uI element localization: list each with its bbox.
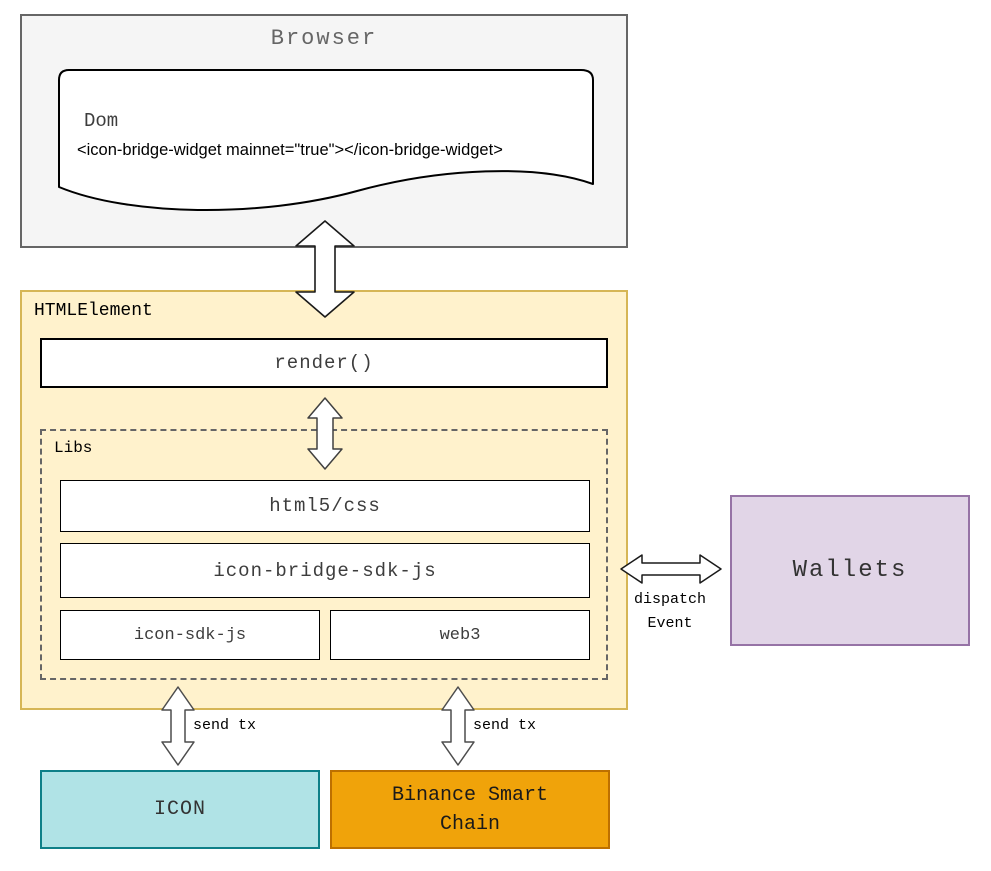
dispatch-event-label-line1: dispatch <box>633 591 706 608</box>
icon-sdk-js-node: icon-sdk-js <box>60 610 320 660</box>
dom-markup-code: <icon-bridge-widget mainnet="true"></ico… <box>77 141 503 159</box>
dispatch-event-label-line2: Event <box>647 615 693 632</box>
dom-label: Dom <box>84 110 119 132</box>
bidirectional-arrow-libs-wallets-icon <box>620 554 722 584</box>
binance-smart-chain-node: Binance Smart Chain <box>330 770 610 849</box>
bidirectional-arrow-render-libs-icon <box>307 397 343 470</box>
icon-bridge-sdk-js-label: icon-bridge-sdk-js <box>213 559 437 582</box>
bidirectional-arrow-libs-icon-chain-icon <box>161 686 195 766</box>
render-node: render() <box>40 338 608 388</box>
html5-css-node: html5/css <box>60 480 590 532</box>
web3-label: web3 <box>439 625 481 645</box>
dom-document-shape <box>58 69 594 211</box>
web3-node: web3 <box>330 610 590 660</box>
libs-title: Libs <box>54 439 93 457</box>
render-label: render() <box>274 352 374 374</box>
icon-bridge-sdk-js-node: icon-bridge-sdk-js <box>60 543 590 598</box>
bidirectional-arrow-browser-htmlelement-icon <box>295 220 355 318</box>
wallets-label: Wallets <box>792 557 908 584</box>
browser-title: Browser <box>270 26 378 51</box>
html5-css-label: html5/css <box>269 495 381 517</box>
icon-chain-node: ICON <box>40 770 320 849</box>
bidirectional-arrow-libs-bsc-icon <box>441 686 475 766</box>
html-element-title: HTMLElement <box>34 301 153 321</box>
icon-sdk-js-label: icon-sdk-js <box>133 625 247 645</box>
dispatch-event-label: dispatch Event <box>618 588 722 636</box>
binance-smart-chain-label: Binance Smart Chain <box>391 783 549 836</box>
wallets-node: Wallets <box>730 495 970 646</box>
send-tx-label-right: send tx <box>473 717 537 734</box>
icon-chain-label: ICON <box>153 798 206 821</box>
send-tx-label-left: send tx <box>193 717 257 734</box>
